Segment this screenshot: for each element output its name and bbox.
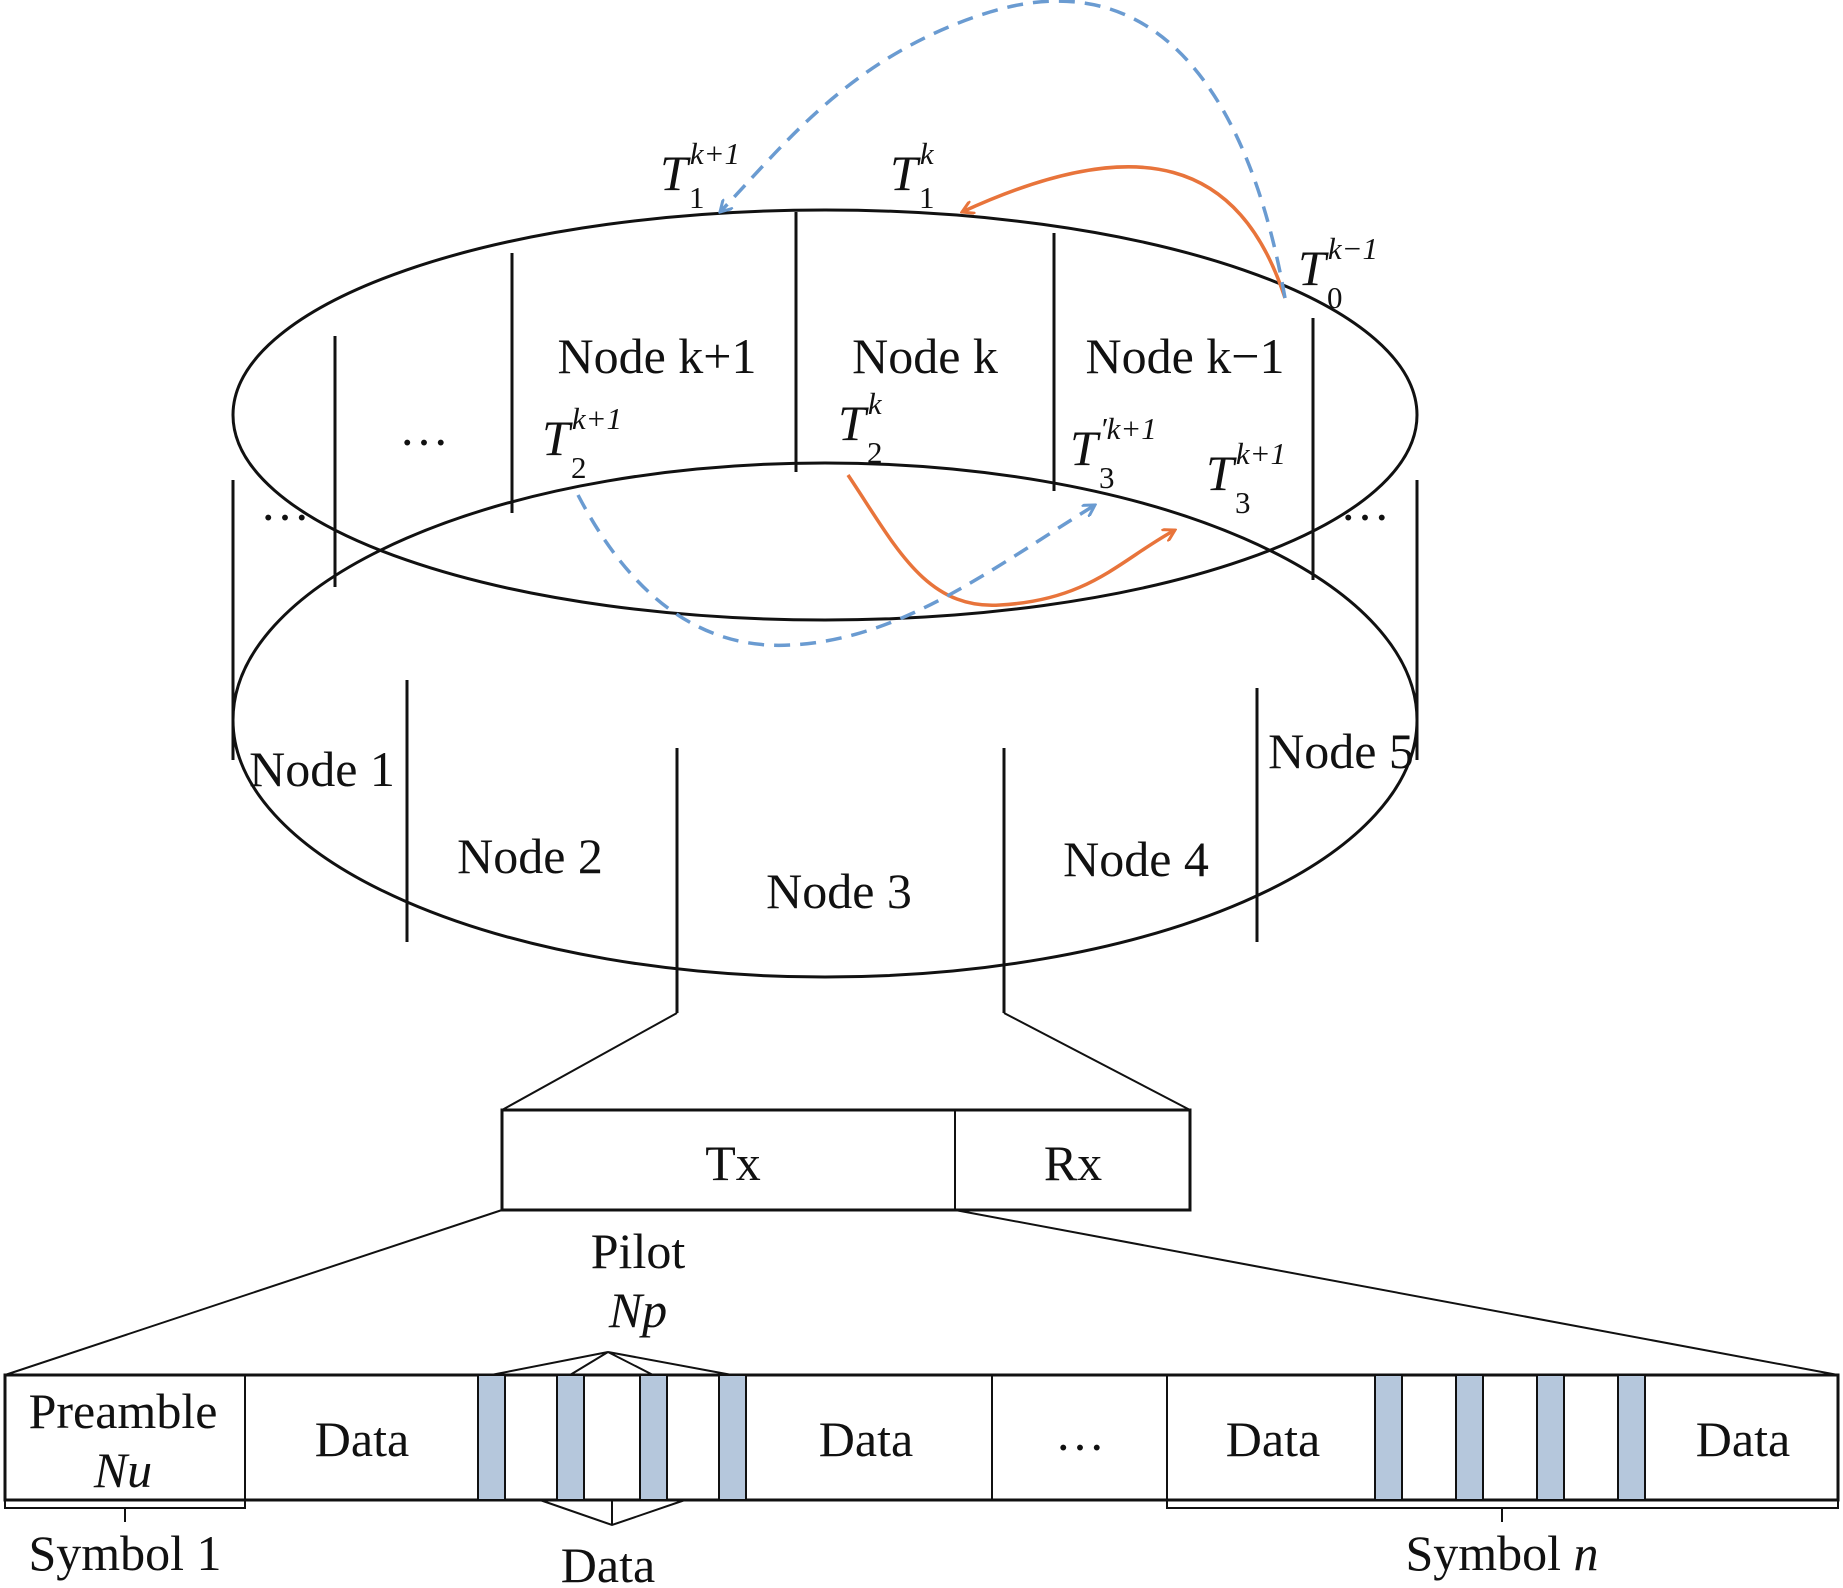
node-2-label: Node 2: [457, 828, 603, 884]
pilot-bar: [1536, 1374, 1565, 1501]
tx-label: Tx: [705, 1135, 761, 1191]
orange-arrow-bottom: [846, 474, 1175, 607]
node-4-label: Node 4: [1063, 831, 1209, 887]
node-k-label: Node k: [852, 328, 998, 384]
pilot-bar: [1374, 1374, 1403, 1501]
tx-rx-box: [500, 1108, 1192, 1212]
ring-dots-right: …: [1340, 475, 1390, 531]
node-5-label: Node 5: [1268, 723, 1414, 779]
blue-dashed-arrow-bottom: [576, 494, 1095, 648]
pilot-bar: [639, 1374, 668, 1501]
data-label-3: Data: [1226, 1411, 1320, 1467]
frame-structure: Preamble Nu Data Data … Data Data Pilot …: [3, 1223, 1840, 1588]
pilot-label: Pilot: [591, 1223, 686, 1279]
zoom-line-tx-left: [4, 1209, 503, 1376]
data-label-2: Data: [819, 1411, 913, 1467]
tx-rx-slot: Tx Rx: [500, 1108, 1192, 1212]
pilot-bar: [477, 1374, 506, 1501]
rx-label: Rx: [1044, 1135, 1102, 1191]
zoom-line-tx-right: [954, 1209, 1839, 1376]
symbol-n-label: Symbol n: [1405, 1525, 1598, 1581]
ring-dots-mid: …: [399, 400, 449, 456]
frame-box: [3, 1373, 1840, 1502]
node-1-label: Node 1: [249, 741, 395, 797]
symbol-1-label: Symbol 1: [28, 1525, 221, 1581]
preamble-label: Preamble: [29, 1383, 218, 1439]
preamble-nu-label: Nu: [93, 1442, 152, 1498]
zoom-line-node3-left: [501, 1012, 678, 1111]
frame-dots: …: [1055, 1405, 1105, 1461]
pilot-pointer-lines-2: [607, 1351, 733, 1376]
node-k-minus-1-label: Node k−1: [1086, 328, 1285, 384]
pilot-bar: [718, 1374, 747, 1501]
pilot-pointer-lines: [490, 1351, 609, 1376]
node-k-plus-1-label: Node k+1: [558, 328, 757, 384]
node-3-label: Node 3: [766, 863, 912, 919]
ring-dots-left: …: [260, 475, 310, 531]
pilot-bar: [556, 1374, 585, 1501]
pilot-bar: [1617, 1374, 1646, 1501]
pilot-bar: [1455, 1374, 1484, 1501]
orange-arrow-top: [962, 165, 1287, 299]
blue-dashed-arrow-top: [720, 0, 1287, 299]
ring: … … Node k+1 Node k Node k−1 … Node 1 No…: [231, 0, 1419, 1013]
data-label-1: Data: [315, 1411, 409, 1467]
data-label-4: Data: [1696, 1411, 1790, 1467]
ring-top-outer-ellipse: [231, 208, 1419, 622]
pilot-np-label: Np: [608, 1282, 667, 1338]
zoom-lines: [4, 1012, 1839, 1376]
zoom-line-node3-right: [1003, 1012, 1191, 1111]
data-below-label: Data: [561, 1537, 655, 1588]
